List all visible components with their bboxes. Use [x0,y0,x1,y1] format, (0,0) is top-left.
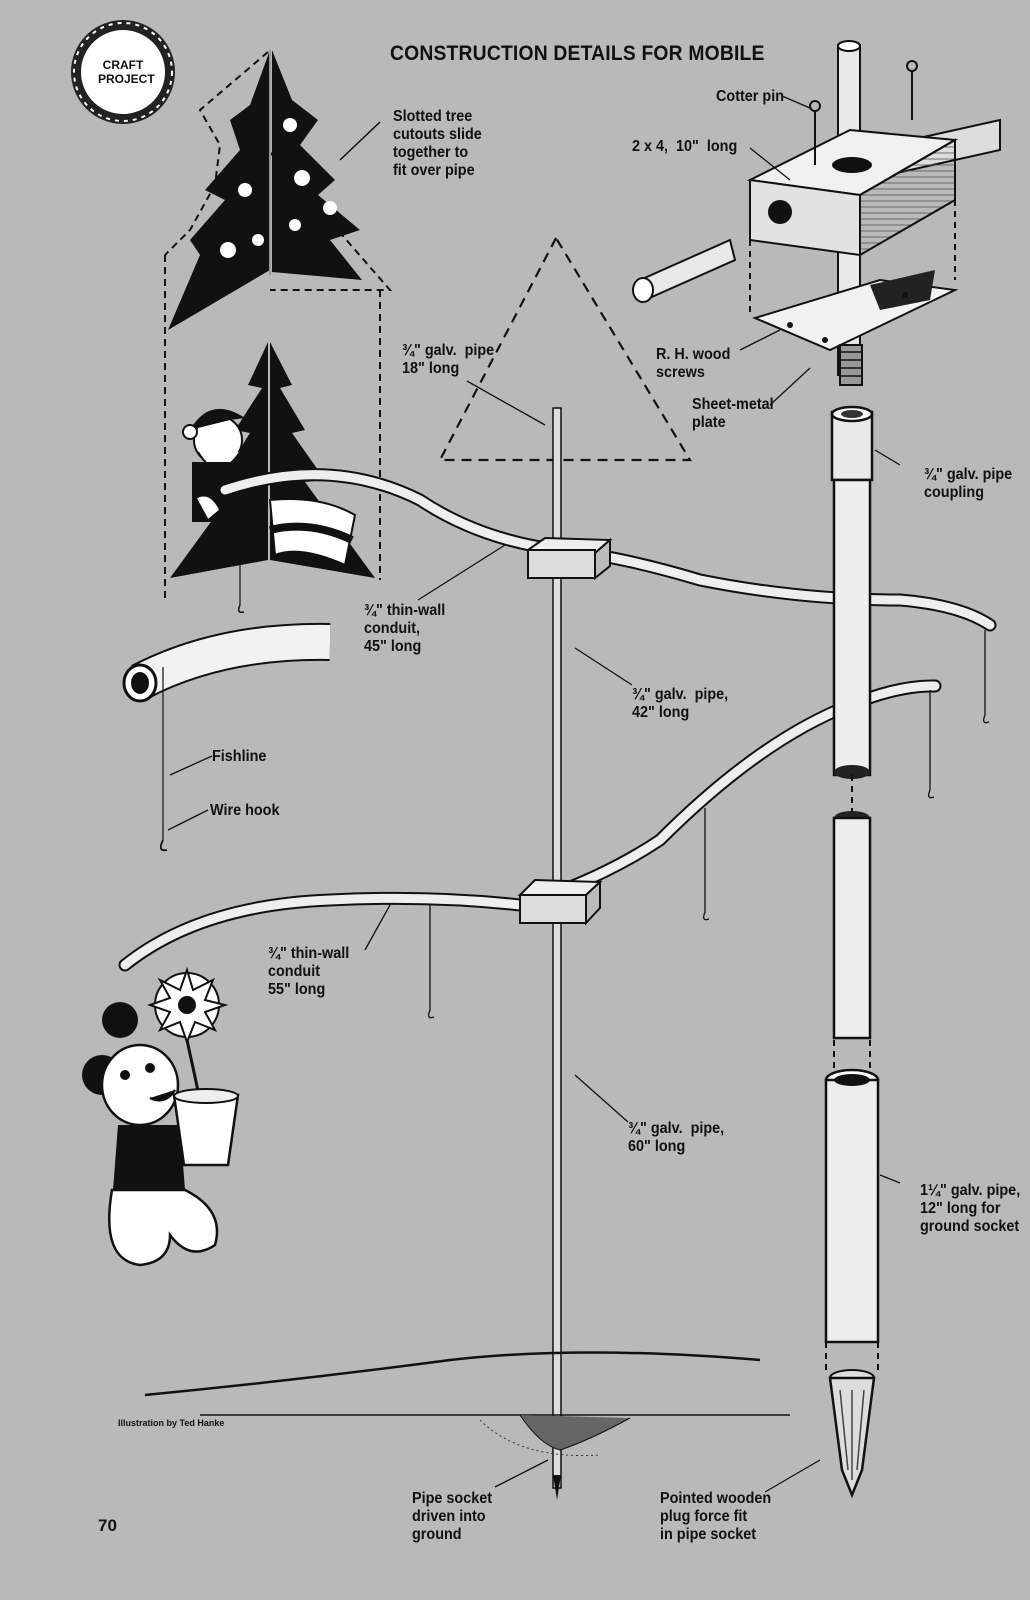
right-pipe-assembly [824,405,880,1499]
label-slotted-tree: Slotted tree cutouts slide together to f… [393,108,482,179]
label-galv-pipe-42: ¾" galv. pipe, 42" long [632,686,729,721]
label-sheet-metal-plate: Sheet-metal plate [692,396,774,431]
tree-outline-dashed [438,235,692,462]
badge-line-2: PROJECT [98,72,155,86]
page-title: CONSTRUCTION DETAILS FOR MOBILE [390,42,765,65]
mickey-ornament [82,966,240,1267]
hanging-hooks [428,630,990,1019]
lower-clamp-block [517,878,603,926]
label-wooden-plug: Pointed wooden plug force fit in pipe so… [660,1490,772,1543]
leader-lines [167,95,901,1493]
label-ground-socket-pipe: 1¼" galv. pipe, 12" long for ground sock… [920,1182,1021,1235]
label-galv-pipe-18: ¾" galv. pipe 18" long [402,342,495,377]
label-conduit-45: ¾" thin-wall conduit, 45" long [364,602,446,655]
label-fishline: Fishline [212,748,267,765]
label-conduit-55: ¾" thin-wall conduit 55" long [268,945,350,998]
ground [144,1351,790,1457]
page-number: 70 [98,1516,117,1535]
illustration-credit: Illustration by Ted Hanke [118,1418,225,1428]
label-two-by-four: 2 x 4, 10" long [632,138,738,155]
conduit-detail [122,622,331,852]
label-galv-pipe-60: ¾" galv. pipe, 60" long [628,1120,725,1155]
slotted-tree-cutout [164,50,393,330]
label-pipe-socket: Pipe socket driven into ground [412,1490,493,1543]
badge-line-1: CRAFT [102,58,144,72]
craft-project-badge: CRAFT PROJECT [98,58,155,86]
label-cotter-pin: Cotter pin [716,88,784,105]
label-rh-wood-screws: R. H. wood screws [656,346,731,381]
guide-lines [164,255,381,600]
label-pipe-coupling: ¾" galv. pipe coupling [924,466,1013,501]
label-wire-hook: Wire hook [210,802,280,819]
clamp-assembly [632,40,1001,386]
upper-clamp-block [525,536,613,581]
santa-ornament [170,342,375,614]
central-pipe [552,407,562,1500]
wreath-icon [71,20,175,124]
flower-icon [146,966,229,1101]
